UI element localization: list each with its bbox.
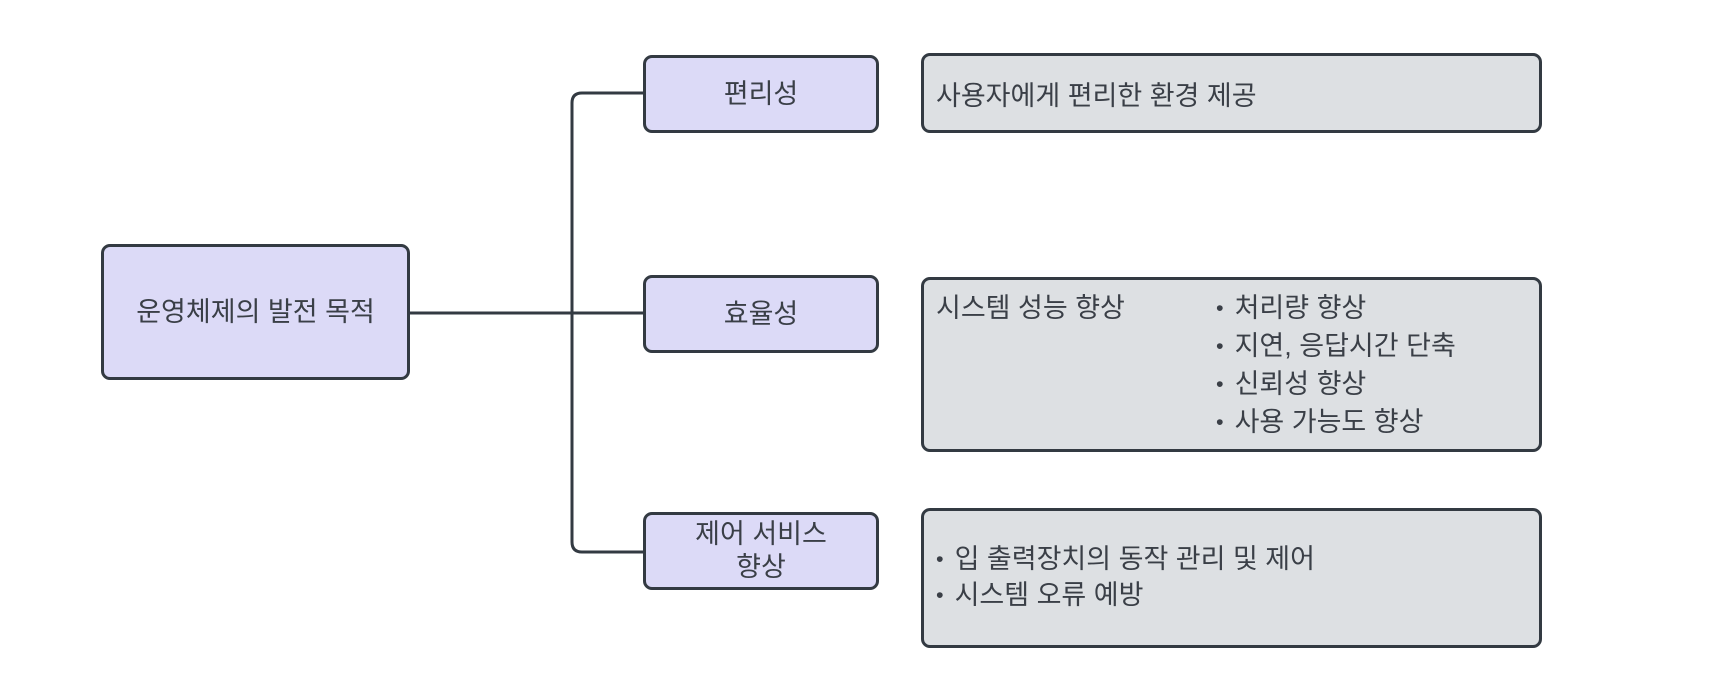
detail-box-control-service: 입 출력장치의 동작 관리 및 제어 시스템 오류 예방: [921, 508, 1542, 648]
root-node: 운영체제의 발전 목적: [101, 244, 410, 380]
control-service-bullet-list: 입 출력장치의 동작 관리 및 제어 시스템 오류 예방: [936, 542, 1539, 614]
branch-node-efficiency-label: 효율성: [723, 298, 799, 329]
connector-bottom-branch: [570, 313, 643, 554]
detail-convenience-text: 사용자에게 편리한 환경 제공: [936, 80, 1257, 111]
efficiency-bullet-list: 처리량 향상 지연, 응답시간 단축 신뢰성 향상 사용 가능도 향상: [1216, 290, 1456, 442]
branch-node-efficiency: 효율성: [643, 275, 879, 353]
branch-node-control-service-label-line2: 향상: [736, 552, 786, 582]
branch-node-convenience: 편리성: [643, 55, 879, 133]
branch-node-control-service: 제어 서비스 향상: [643, 512, 879, 590]
connector-top-branch: [570, 91, 643, 313]
branch-node-convenience-label: 편리성: [723, 78, 799, 109]
detail-box-convenience: 사용자에게 편리한 환경 제공: [921, 53, 1542, 133]
bullet-item: 처리량 향상: [1216, 290, 1456, 328]
root-node-label: 운영체제의 발전 목적: [136, 296, 375, 327]
bullet-item: 사용 가능도 향상: [1216, 404, 1456, 442]
branch-node-control-service-label-line1: 제어 서비스: [695, 519, 827, 549]
detail-efficiency-heading: 시스템 성능 향상: [936, 293, 1125, 323]
bullet-item: 시스템 오류 예방: [936, 578, 1539, 614]
bullet-item: 지연, 응답시간 단축: [1216, 328, 1456, 366]
bullet-item: 신뢰성 향상: [1216, 366, 1456, 404]
detail-box-efficiency: 시스템 성능 향상 처리량 향상 지연, 응답시간 단축 신뢰성 향상 사용 가…: [921, 277, 1542, 452]
bullet-item: 입 출력장치의 동작 관리 및 제어: [936, 542, 1539, 578]
